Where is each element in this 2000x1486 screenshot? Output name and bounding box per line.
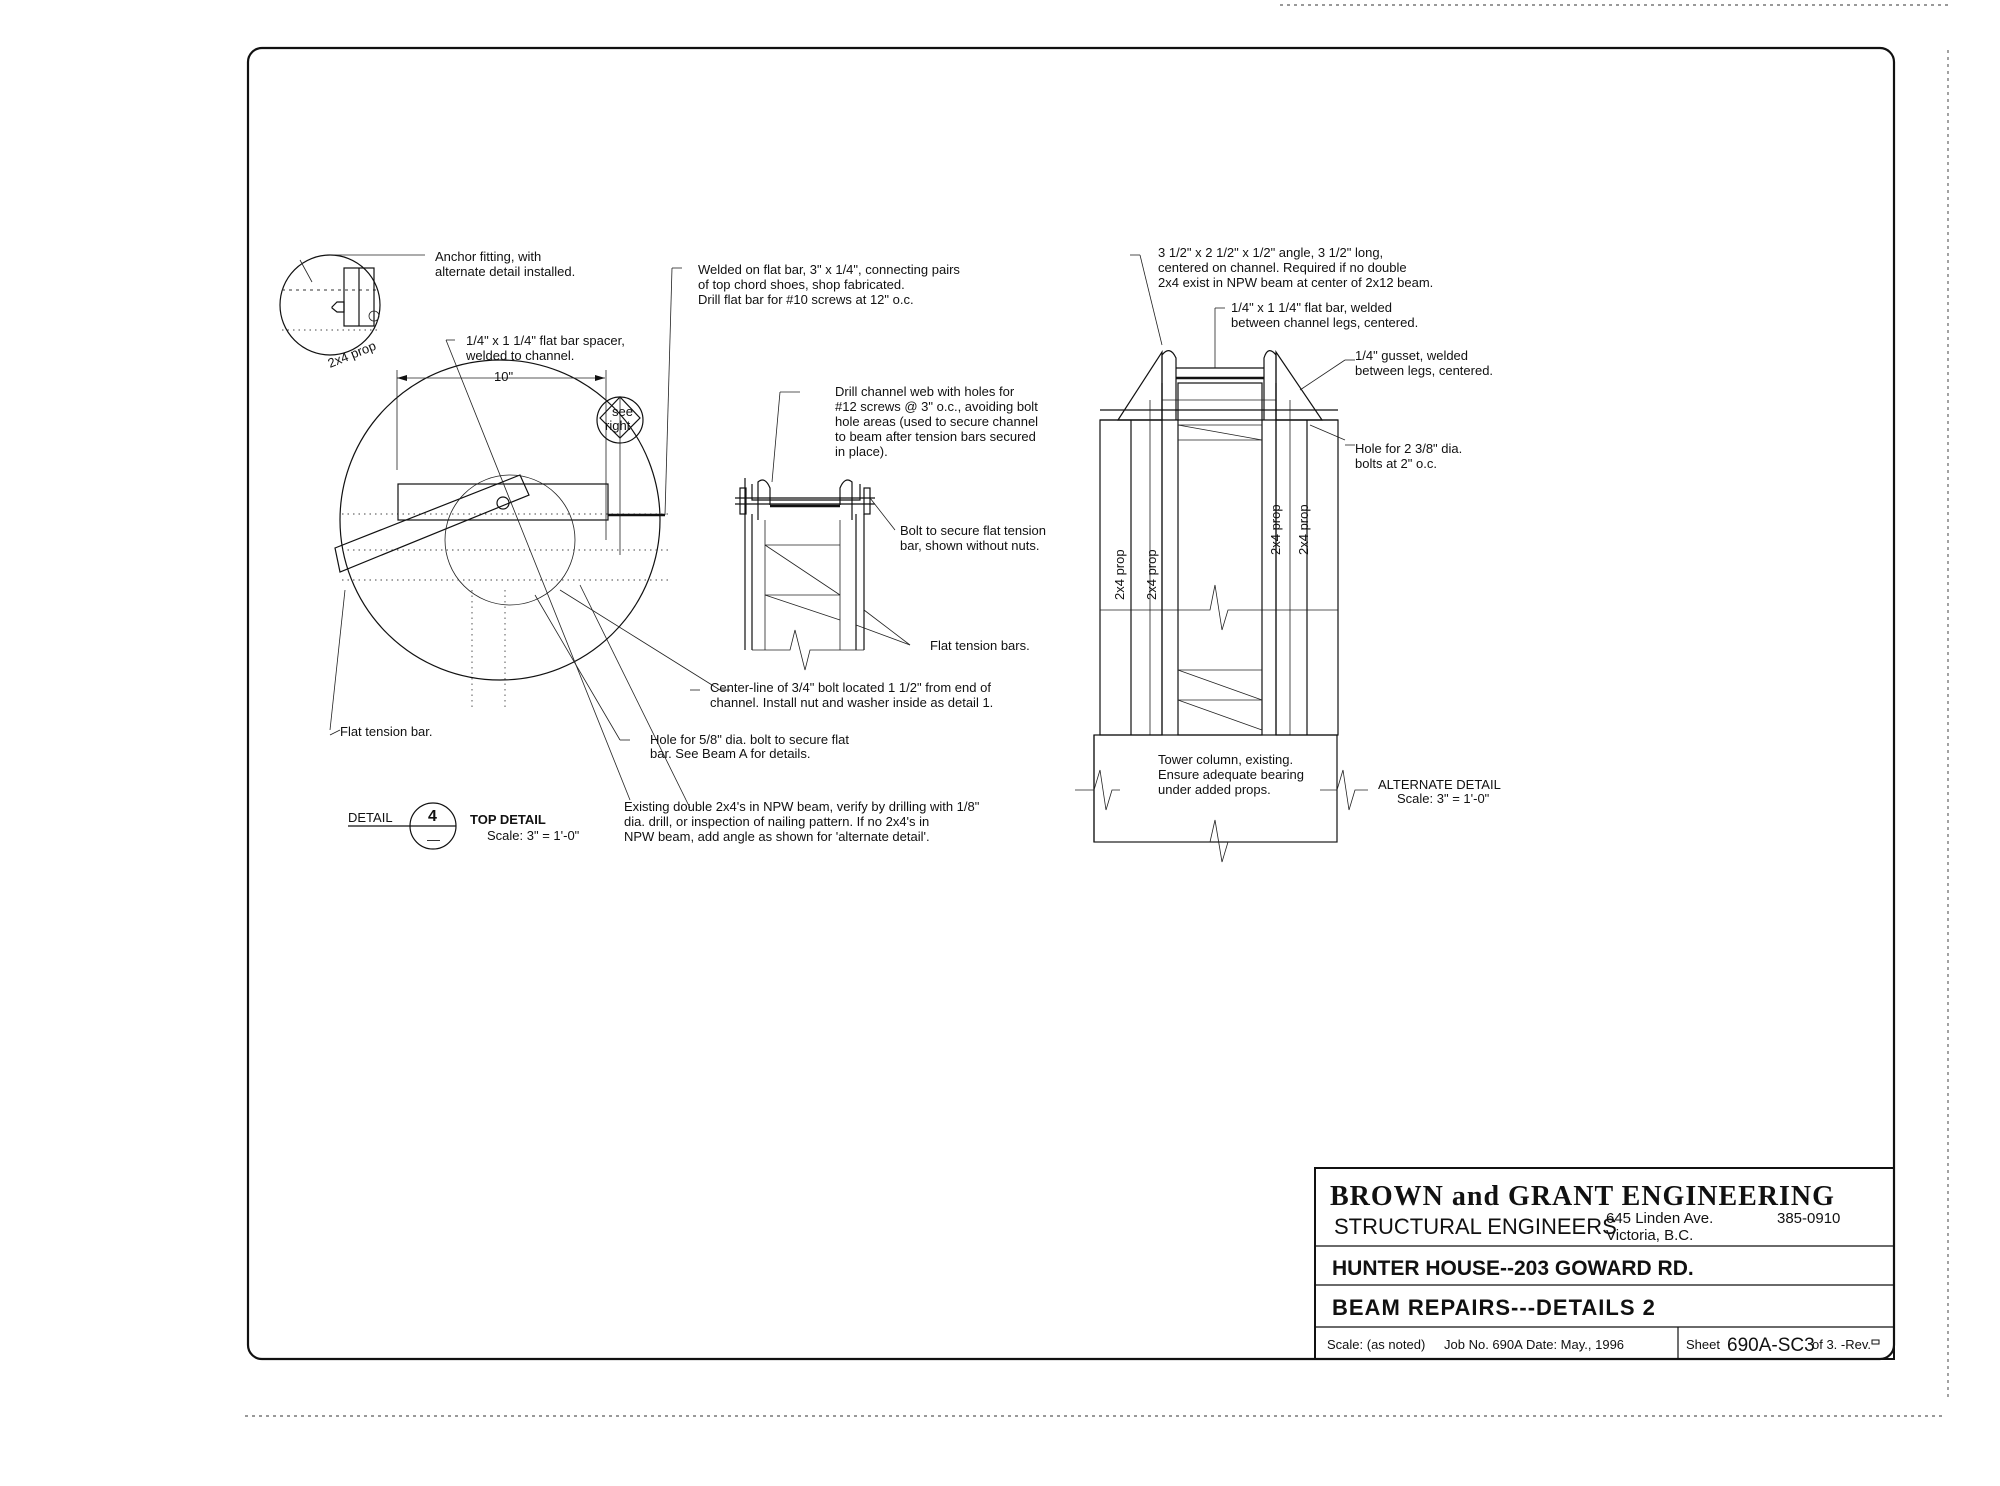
prop-label-3: 2x4 prop — [1268, 504, 1283, 555]
note-hole-1: Hole for 2 3/8" dia. — [1355, 441, 1462, 456]
note-gusset-1: 1/4" gusset, welded — [1355, 348, 1468, 363]
alternate-detail-title: ALTERNATE DETAIL — [1378, 777, 1501, 792]
bolt-hole — [496, 496, 510, 510]
see-right-text-1: see — [612, 404, 633, 419]
note-tower-2: Ensure adequate bearing — [1158, 767, 1304, 782]
middle-detail-drawing: Welded on flat bar, 3" x 1/4", connectin… — [690, 262, 1046, 710]
sheet-label: Sheet — [1686, 1337, 1720, 1352]
note-existing-2: dia. drill, or inspection of nailing pat… — [624, 814, 929, 829]
issue-date: Date: May., 1996 — [1526, 1337, 1624, 1352]
note-hole-2: bolts at 2" o.c. — [1355, 456, 1437, 471]
note-hole-1: Hole for 5/8" dia. bolt to secure flat — [650, 732, 849, 747]
detail-word: DETAIL — [348, 810, 393, 825]
note-drill-4: to beam after tension bars secured — [835, 429, 1036, 444]
note-spacer-2: welded to channel. — [465, 348, 574, 363]
prop-label-4: 2x4 prop — [1296, 504, 1311, 555]
note-welded-1: Welded on flat bar, 3" x 1/4", connectin… — [698, 262, 960, 277]
revision-box — [1871, 1339, 1880, 1345]
firm-address-1: 645 Linden Ave. — [1606, 1210, 1713, 1227]
note-tower-1: Tower column, existing. — [1158, 752, 1293, 767]
drawing-border — [246, 46, 1896, 1361]
note-tower-3: under added props. — [1158, 782, 1271, 797]
note-hole-2: bar. See Beam A for details. — [650, 746, 810, 761]
firm-phone: 385-0910 — [1777, 1210, 1840, 1227]
note-welded-3: Drill flat bar for #10 screws at 12" o.c… — [698, 292, 914, 307]
note-bolt-1: Bolt to secure flat tension — [900, 523, 1046, 538]
detail-title: TOP DETAIL — [470, 812, 546, 827]
note-drill-2: #12 screws @ 3" o.c., avoiding bolt — [835, 399, 1038, 414]
see-right-text-2: right — [605, 418, 631, 433]
note-flat-tension-bar: Flat tension bar. — [340, 724, 433, 739]
note-drill-5: in place). — [835, 444, 888, 459]
note-angle-2: centered on channel. Required if no doub… — [1158, 260, 1407, 275]
note-welded-2: of top chord shoes, shop fabricated. — [698, 277, 905, 292]
firm-address-2: Victoria, B.C. — [1606, 1227, 1693, 1244]
firm-name: BROWN and GRANT ENGINEERING — [1330, 1181, 1835, 1212]
note-drill-3: hole areas (used to secure channel — [835, 414, 1038, 429]
dimension-10in-label: 10" — [494, 369, 513, 384]
detail-scale: Scale: 3" = 1'-0" — [487, 828, 580, 843]
note-angle-3: 2x4 exist in NPW beam at center of 2x12 … — [1158, 275, 1433, 290]
note-anchor-1: Anchor fitting, with — [435, 249, 541, 264]
note-anchor-2: alternate detail installed. — [435, 264, 575, 279]
title-block: BROWN and GRANT ENGINEERING STRUCTURAL E… — [1314, 1167, 1895, 1360]
note-flatbar-2: between channel legs, centered. — [1231, 315, 1418, 330]
note-flat-tension-bars: Flat tension bars. — [930, 638, 1030, 653]
note-gusset-2: between legs, centered. — [1355, 363, 1493, 378]
channel-section — [751, 484, 861, 501]
inset-label: 2x4 prop — [326, 338, 379, 371]
note-existing-3: NPW beam, add angle as shown for 'altern… — [624, 829, 930, 844]
scale-note: Scale: (as noted) — [1327, 1337, 1425, 1352]
channel-block — [397, 483, 609, 521]
note-flatbar-1: 1/4" x 1 1/4" flat bar, welded — [1231, 300, 1392, 315]
sheet-number: 690A-SC3 — [1727, 1335, 1815, 1356]
detail-sheet-ref: — — [427, 832, 440, 847]
alternate-detail-scale: Scale: 3" = 1'-0" — [1397, 791, 1490, 806]
detail-circle — [339, 359, 661, 681]
prop-label-1: 2x4 prop — [1112, 549, 1127, 600]
note-angle-1: 3 1/2" x 2 1/2" x 1/2" angle, 3 1/2" lon… — [1158, 245, 1383, 260]
npw-beam — [1177, 382, 1263, 736]
detail-number: 4 — [428, 808, 437, 825]
note-bolt-2: bar, shown without nuts. — [900, 538, 1039, 553]
flat-tension-bar — [334, 474, 530, 573]
note-centerline-2: channel. Install nut and washer inside a… — [710, 695, 993, 710]
note-centerline-1: Center-line of 3/4" bolt located 1 1/2" … — [710, 680, 991, 695]
title-block-frame — [1314, 1167, 1895, 1360]
drawing-title: BEAM REPAIRS---DETAILS 2 — [1332, 1295, 1656, 1320]
top-detail-drawing: 2x4 prop 10" see right — [279, 249, 980, 850]
note-existing-1: Existing double 2x4's in NPW beam, verif… — [624, 799, 980, 814]
firm-discipline: STRUCTURAL ENGINEERS — [1334, 1214, 1617, 1239]
note-drill-1: Drill channel web with holes for — [835, 384, 1015, 399]
prop-label-2: 2x4 prop — [1144, 549, 1159, 600]
job-number: Job No. 690A — [1444, 1337, 1523, 1352]
project-name: HUNTER HOUSE--203 GOWARD RD. — [1332, 1257, 1694, 1280]
note-spacer-1: 1/4" x 1 1/4" flat bar spacer, — [466, 333, 625, 348]
sheet-of: of 3. -Rev. — [1812, 1337, 1871, 1352]
alternate-detail-drawing: 2x4 prop 2x4 prop 2x4 prop 2x4 prop 3 1/… — [1075, 245, 1501, 863]
